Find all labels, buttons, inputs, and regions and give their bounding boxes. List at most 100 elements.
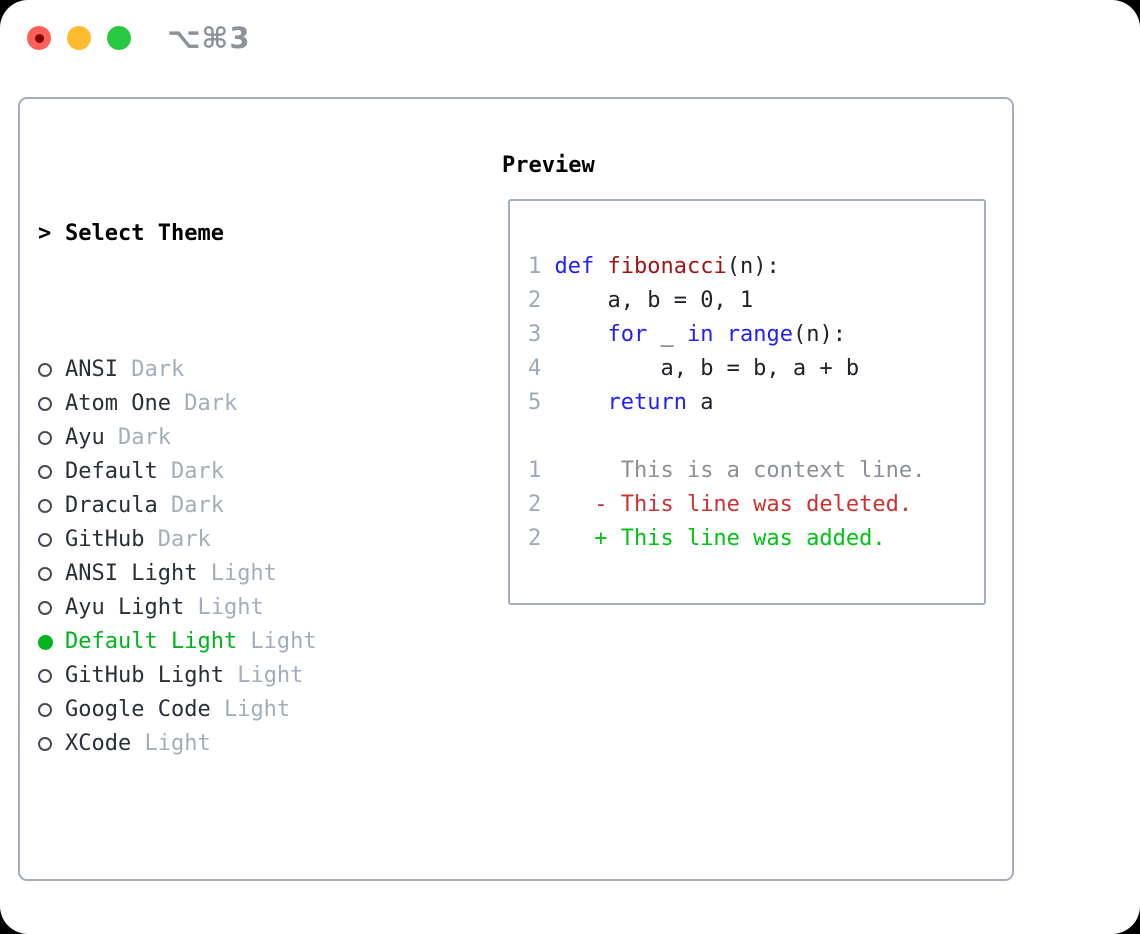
- code-token: 2: [528, 288, 542, 313]
- code-token: [541, 322, 607, 347]
- code-token: 2: [528, 492, 542, 517]
- code-token: 2: [528, 526, 542, 551]
- radio-marker: [38, 363, 65, 377]
- code-token: (n):: [726, 254, 780, 279]
- code-token: 3: [528, 322, 542, 347]
- theme-name: Dracula: [65, 493, 158, 518]
- theme-option-label: Ayu Dark: [65, 421, 171, 455]
- code-token: (n):: [792, 322, 846, 347]
- theme-variant: Light: [131, 731, 211, 756]
- theme-variant: Light: [184, 595, 264, 620]
- code-token: _: [647, 322, 687, 347]
- code-token: a, b = b, a + b: [541, 356, 860, 381]
- theme-option-dracula-dark[interactable]: Dracula Dark: [38, 489, 409, 523]
- theme-option-label: Atom One Dark: [65, 387, 237, 421]
- code-token: 5: [528, 390, 542, 415]
- titlebar: ⌥⌘3: [0, 0, 1140, 76]
- code-token: 1: [528, 458, 542, 483]
- theme-option-label: Default Dark: [65, 455, 224, 489]
- radio-marker: [38, 601, 65, 615]
- theme-option-atom-one-dark[interactable]: Atom One Dark: [38, 387, 409, 421]
- radio-marker: [38, 737, 65, 751]
- code-line: 4 a, b = b, a + b: [528, 352, 925, 386]
- theme-name: GitHub Light: [65, 663, 224, 688]
- theme-option-label: GitHub Dark: [65, 523, 211, 557]
- theme-option-ansi-dark[interactable]: ANSI Dark: [38, 353, 409, 387]
- theme-option-github-light-light[interactable]: GitHub Light Light: [38, 659, 409, 693]
- code-token: 4: [528, 356, 542, 381]
- radio-marker: [38, 465, 65, 479]
- theme-name: Google Code: [65, 697, 211, 722]
- code-line: 2 a, b = 0, 1: [528, 284, 925, 318]
- theme-option-label: Ayu Light Light: [65, 591, 264, 625]
- theme-option-label: Dracula Dark: [65, 489, 224, 523]
- theme-name: Default Light: [65, 629, 238, 654]
- radio-marker: [38, 397, 65, 411]
- theme-name: GitHub: [65, 527, 145, 552]
- theme-option-label: Default Light Light: [65, 625, 317, 659]
- theme-option-github-dark[interactable]: GitHub Dark: [38, 523, 409, 557]
- code-token: 1: [528, 254, 542, 279]
- code-line: 2 - This line was deleted.: [528, 488, 925, 522]
- radio-unselected-icon: [38, 499, 52, 513]
- theme-option-label: XCode Light: [65, 727, 211, 761]
- theme-name: ANSI Light: [65, 561, 198, 586]
- theme-option-label: ANSI Dark: [65, 353, 184, 387]
- radio-unselected-icon: [38, 669, 52, 683]
- radio-unselected-icon: [38, 567, 52, 581]
- code-token: in: [686, 322, 714, 347]
- radio-unselected-icon: [38, 601, 52, 615]
- close-button[interactable]: [27, 26, 51, 50]
- code-token: [541, 254, 554, 279]
- theme-variant: Light: [223, 663, 304, 688]
- theme-option-ayu-dark[interactable]: Ayu Dark: [38, 421, 409, 455]
- code-token: - This line was deleted.: [541, 492, 913, 517]
- theme-option-label: Google Code Light: [65, 693, 290, 727]
- radio-unselected-icon: [38, 737, 52, 751]
- theme-name: XCode: [65, 731, 132, 756]
- code-line: 1 def fibonacci(n):: [528, 250, 925, 284]
- theme-variant: Dark: [144, 527, 211, 552]
- theme-name: Default: [65, 459, 158, 484]
- radio-marker: [38, 431, 65, 445]
- code-token: range: [726, 322, 793, 347]
- theme-name: Ayu Light: [65, 595, 185, 620]
- code-token: [713, 322, 726, 347]
- radio-marker: [38, 533, 65, 547]
- zoom-button[interactable]: [107, 26, 131, 50]
- radio-unselected-icon: [38, 397, 52, 411]
- theme-option-xcode-light[interactable]: XCode Light: [38, 727, 409, 761]
- code-token: [594, 254, 607, 279]
- theme-variant: Light: [237, 629, 317, 654]
- theme-option-default-light-light[interactable]: Default Light Light: [38, 625, 409, 659]
- radio-unselected-icon: [38, 703, 52, 717]
- focus-caret-icon: >: [38, 221, 52, 246]
- theme-variant: Dark: [170, 391, 238, 416]
- radio-unselected-icon: [38, 363, 52, 377]
- theme-option-ayu-light-light[interactable]: Ayu Light Light: [38, 591, 409, 625]
- code-token: This is a context line.: [541, 458, 926, 483]
- theme-option-label: ANSI Light Light: [65, 557, 277, 591]
- code-line: 5 return a: [528, 386, 925, 420]
- theme-name: Atom One: [65, 391, 171, 416]
- theme-variant: Dark: [157, 459, 224, 484]
- select-theme-label: Select Theme: [65, 221, 224, 246]
- spacer: [38, 863, 409, 897]
- theme-option-ansi-light-light[interactable]: ANSI Light Light: [38, 557, 409, 591]
- theme-option-label: GitHub Light Light: [65, 659, 303, 693]
- radio-marker: [38, 567, 65, 581]
- code-token: a, b = 0, 1: [541, 288, 754, 313]
- theme-option-default-dark[interactable]: Default Dark: [38, 455, 409, 489]
- code-token: [541, 390, 607, 415]
- minimize-button[interactable]: [67, 26, 91, 50]
- theme-name: ANSI: [65, 357, 118, 382]
- code-line: 1 This is a context line.: [528, 454, 925, 488]
- theme-option-google-code-light[interactable]: Google Code Light: [38, 693, 409, 727]
- code-token: a: [686, 390, 714, 415]
- radio-marker: [38, 669, 65, 683]
